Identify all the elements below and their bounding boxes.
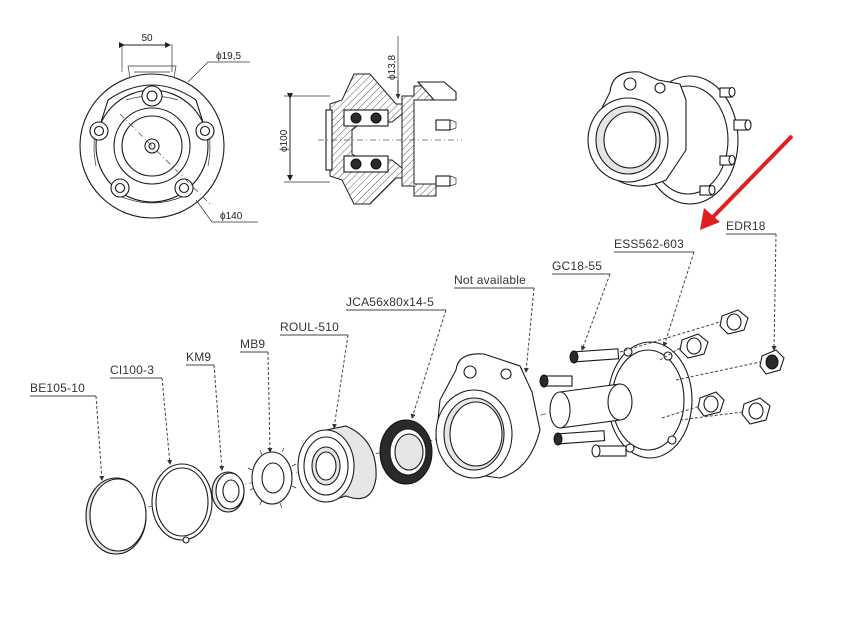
dim-dia-19-5: ϕ19,5 [216,51,242,62]
label-roul-510: ROUL-510 [280,320,339,334]
section-view: ϕ100 ϕ13,8 [279,36,462,205]
part-hub-flange [549,341,693,459]
part-bearing [297,425,377,503]
part-lock-washer [247,447,297,509]
exploded-view [85,309,785,555]
label-not-available: Not available [454,273,526,287]
dim-dia-100: ϕ100 [279,129,290,152]
dim-dia-140: ϕ140 [220,211,243,222]
label-ci100-3: CI100-3 [110,363,154,377]
label-edr18: EDR18 [726,219,766,233]
dim-width-50: 50 [141,33,153,44]
front-view: 50 ϕ19,5 ϕ140 [79,33,258,223]
part-wheel-nuts [679,309,785,425]
dim-dia-13-8: ϕ13,8 [387,54,398,80]
label-km9: KM9 [186,350,211,364]
part-housing [435,353,541,479]
part-studs [539,348,627,458]
label-ess562-603: ESS562-603 [614,237,684,251]
label-jca56x80x14-5: JCA56x80x14-5 [346,295,434,309]
callout-labels: BE105-10 CI100-3 KM9 MB9 ROUL-510 JCA56x… [30,219,777,481]
iso-view [587,71,752,205]
label-mb9: MB9 [240,337,265,351]
label-be105-10: BE105-10 [30,381,85,395]
label-gc18-55: GC18-55 [552,259,602,273]
highlight-arrow [700,134,794,230]
part-seal [379,419,433,485]
